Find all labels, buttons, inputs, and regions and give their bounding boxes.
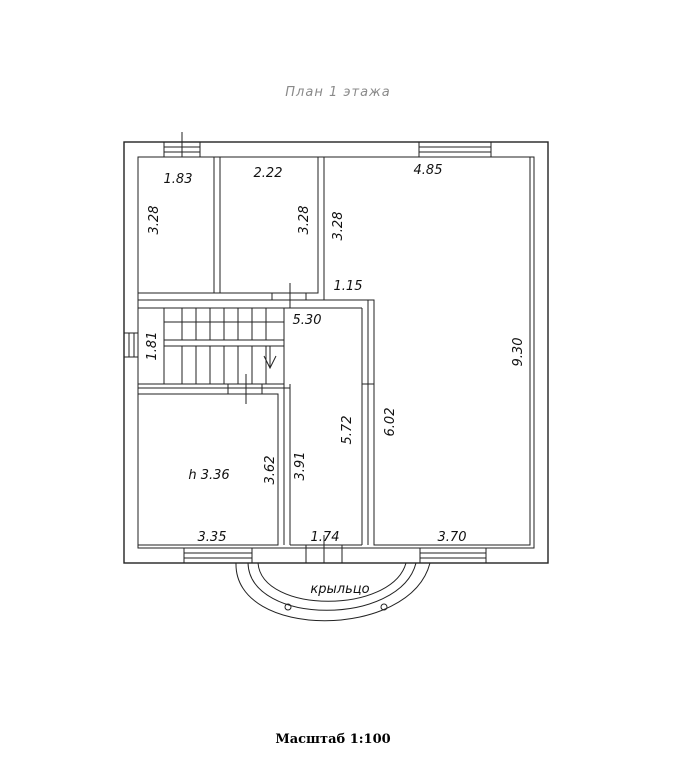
dim-corridor-depth: 3.91 bbox=[293, 452, 308, 481]
dim-right-lower-depth: 6.02 bbox=[383, 408, 398, 437]
dim-corridor-width: 1.74 bbox=[311, 530, 340, 545]
dim-hall-depth: 5.72 bbox=[340, 416, 355, 445]
porch-label: крыльцо bbox=[310, 582, 369, 597]
dim-bottom-left-width: 3.35 bbox=[198, 530, 227, 545]
dim-bottom-left-depth: 3.62 bbox=[263, 456, 278, 485]
room-height-label: h 3.36 bbox=[188, 468, 229, 483]
dim-top-mid-depth: 3.28 bbox=[297, 206, 312, 235]
stairs bbox=[163, 308, 284, 384]
dim-right-room-depth-a: 3.28 bbox=[331, 212, 346, 241]
outer-walls bbox=[123, 141, 549, 564]
porch bbox=[235, 562, 431, 622]
windows bbox=[123, 132, 492, 564]
dim-right-bottom-width: 3.70 bbox=[438, 530, 467, 545]
dim-top-left-width: 1.83 bbox=[164, 172, 193, 187]
dim-stair-depth: 1.81 bbox=[145, 332, 160, 361]
plan-title: План 1 этажа bbox=[285, 85, 390, 100]
dim-top-left-depth: 3.28 bbox=[147, 206, 162, 235]
dim-top-mid-width: 2.22 bbox=[254, 166, 283, 181]
doors bbox=[227, 283, 343, 564]
dim-right-room-width: 4.85 bbox=[414, 163, 443, 178]
dim-notch: 1.15 bbox=[334, 279, 363, 294]
dim-stair-width: 5.30 bbox=[293, 313, 322, 328]
dim-right-room-depth-total: 9.30 bbox=[511, 338, 526, 367]
scale-label: Масштаб 1:100 bbox=[275, 732, 390, 747]
